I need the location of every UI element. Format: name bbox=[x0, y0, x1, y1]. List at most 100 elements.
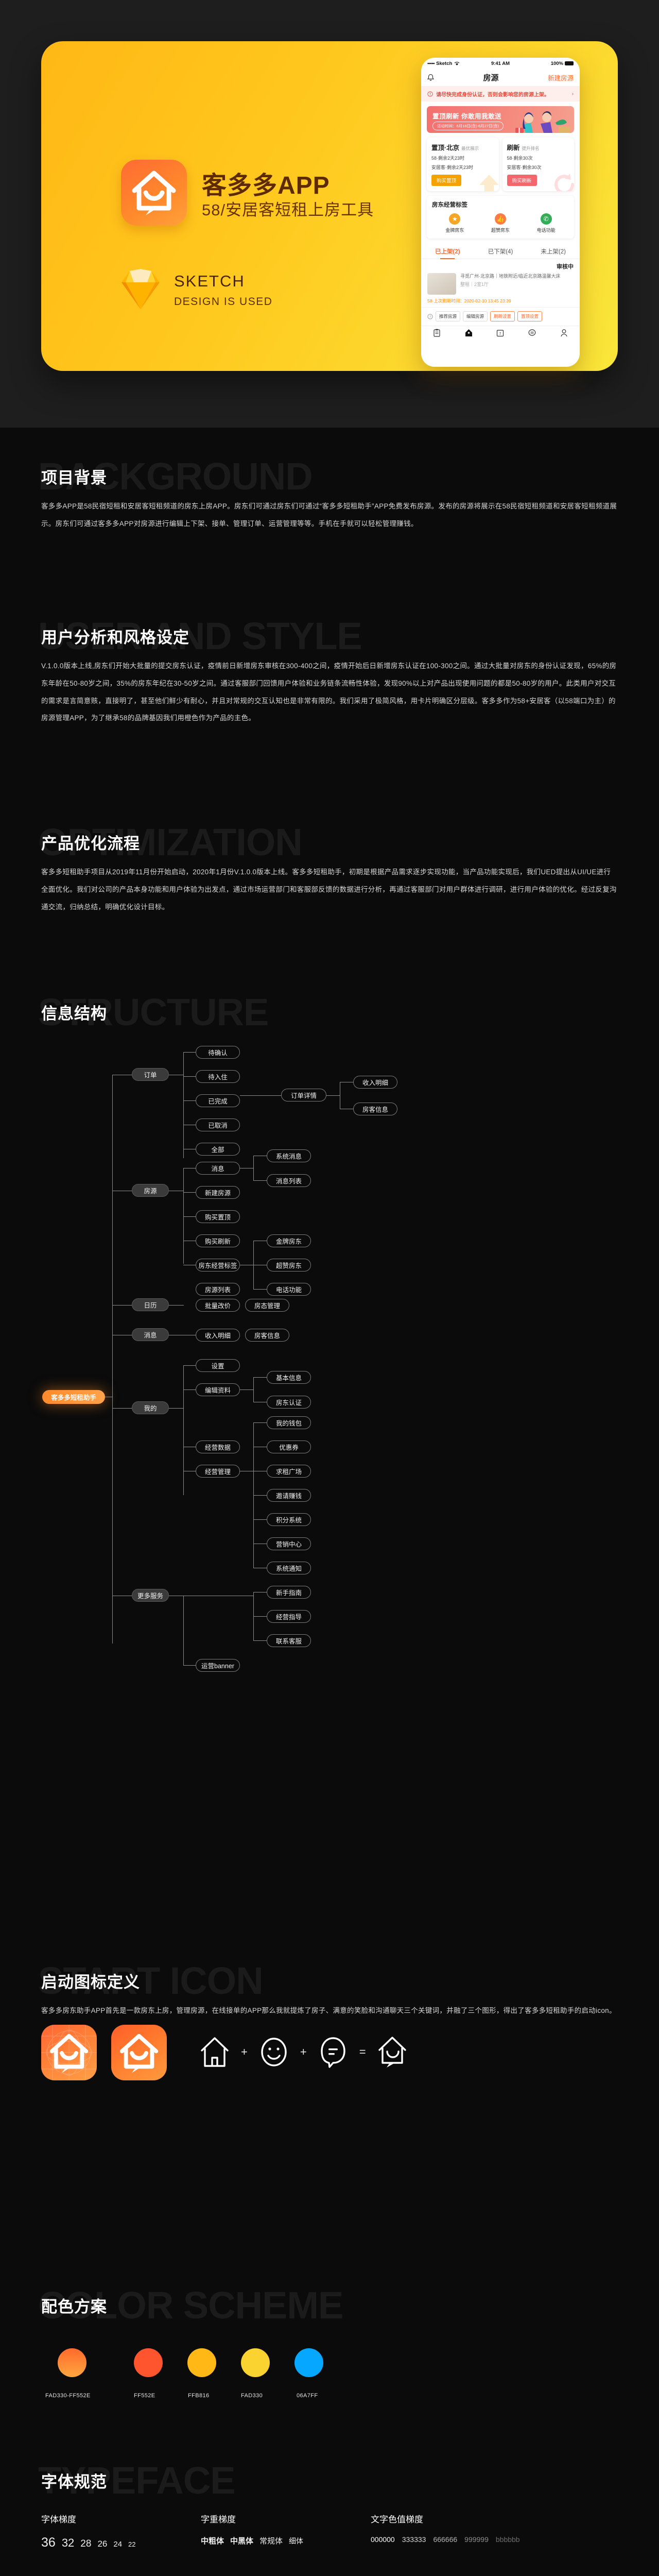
listing-title: 寻觅广州·北京路｜地铁附近/临近北京路温馨大床 bbox=[460, 274, 561, 279]
edit-listing-button[interactable]: 编辑房源 bbox=[463, 311, 488, 322]
tree-node-room-status[interactable]: 房态管理 bbox=[245, 1299, 289, 1312]
tree-node-more[interactable]: 更多服务 bbox=[132, 1589, 169, 1602]
tree-node-message-sub[interactable]: 消息 bbox=[196, 1162, 240, 1175]
tree-connector bbox=[253, 1640, 267, 1641]
tree-node-cancelled[interactable]: 已取消 bbox=[196, 1118, 240, 1131]
tree-node-edit-profile[interactable]: 编辑资料 bbox=[196, 1383, 240, 1396]
tree-node-super-landlord[interactable]: 超赞房东 bbox=[267, 1259, 311, 1272]
tabbar-order[interactable] bbox=[421, 329, 453, 340]
tree-node-guest-info-2[interactable]: 房客信息 bbox=[245, 1329, 289, 1342]
listing-tabs: 已上架(2) 已下架(4) 未上架(2) bbox=[421, 244, 580, 260]
tree-node-batch-price[interactable]: 批量改价 bbox=[196, 1299, 240, 1312]
tree-node-rent-square[interactable]: 求租广场 bbox=[267, 1465, 311, 1478]
tree-connector bbox=[253, 1156, 254, 1180]
tree-node-system-notice[interactable]: 系统通知 bbox=[267, 1562, 311, 1574]
tree-connector bbox=[253, 1289, 267, 1290]
tree-node-guest-info[interactable]: 房客信息 bbox=[353, 1103, 397, 1115]
tree-node-gold-landlord[interactable]: 金牌房东 bbox=[267, 1234, 311, 1247]
tabbar-message[interactable] bbox=[516, 329, 548, 340]
tree-node-system-message[interactable]: 系统消息 bbox=[267, 1149, 311, 1162]
tree-node-business-data[interactable]: 经营数据 bbox=[196, 1440, 240, 1453]
tabbar-house[interactable] bbox=[453, 329, 485, 340]
tree-node-points-system[interactable]: 积分系统 bbox=[267, 1513, 311, 1526]
tab-delisted[interactable]: 已下架(4) bbox=[488, 249, 513, 256]
tree-node-income-detail[interactable]: 收入明细 bbox=[353, 1076, 397, 1089]
tree-node-root[interactable]: 客多多短租助手 bbox=[42, 1390, 105, 1404]
tree-node-buy-top[interactable]: 购买置顶 bbox=[196, 1210, 240, 1223]
tree-node-landlord-verify[interactable]: 房东认证 bbox=[267, 1396, 311, 1409]
font-size-heading: 字体梯度 bbox=[41, 2515, 76, 2524]
tree-node-buy-refresh[interactable]: 购买刷新 bbox=[196, 1234, 240, 1247]
tree-node-settings[interactable]: 设置 bbox=[196, 1359, 240, 1372]
section-body: 客多多短租助手项目从2019年11月份开始启动，2020年1月份V.1.0.0版… bbox=[41, 868, 617, 911]
landlord-tag-item[interactable]: ★ 金牌房东 bbox=[432, 213, 478, 233]
listing-status-badge: 审核中 bbox=[557, 264, 574, 270]
promo-card-line1: 58·剩余2天23时 bbox=[431, 156, 465, 161]
app-logo bbox=[121, 160, 187, 226]
icon-formula-row: + + = bbox=[200, 2036, 407, 2068]
font-color-value: 999999 bbox=[464, 2535, 489, 2544]
bell-icon[interactable] bbox=[427, 74, 434, 81]
tree-node-house[interactable]: 房源 bbox=[132, 1184, 169, 1197]
tree-node-phone-feature[interactable]: 电话功能 bbox=[267, 1283, 311, 1296]
identity-alert-banner[interactable]: 请尽快完成身份认证，否则会影响您的房源上架。 › bbox=[421, 87, 580, 101]
tree-node-my-wallet[interactable]: 我的钱包 bbox=[267, 1416, 311, 1429]
tree-node-invite-earn[interactable]: 邀请赚钱 bbox=[267, 1489, 311, 1502]
ghost-heading: TYPEFACE bbox=[38, 2459, 236, 2502]
buy-refresh-button[interactable]: 购买刷新 bbox=[507, 175, 537, 187]
signal-dots-icon: ••••• bbox=[427, 60, 435, 66]
tabbar-profile[interactable] bbox=[548, 329, 580, 340]
landlord-tag-item[interactable]: 👍 超赞房东 bbox=[478, 213, 524, 233]
landlord-tag-label: 超赞房东 bbox=[491, 228, 510, 233]
new-listing-button[interactable]: 新建房源 bbox=[547, 75, 574, 82]
refresh-settings-button[interactable]: 刷新设置 bbox=[490, 311, 515, 322]
section-structure: STRUCTURE 信息结构 客多多短租助手 订单 房源 日历 消息 我的 更多… bbox=[38, 989, 618, 1896]
promo-card-title: 刷新 bbox=[507, 144, 520, 151]
promo-banner[interactable]: 置顶刷新 你敢用我敢送 活动时间：6月18日(含)-6月27日(含) bbox=[427, 106, 574, 133]
tree-node-pending-checkin[interactable]: 待入住 bbox=[196, 1070, 240, 1083]
tree-node-mine[interactable]: 我的 bbox=[132, 1401, 169, 1414]
swatch-fad330 bbox=[241, 2348, 270, 2377]
buy-top-button[interactable]: 购买置顶 bbox=[431, 175, 462, 187]
promo-card[interactable]: 刷新提升排名 58·剩余30次 安居客·剩余30次 购买刷新 bbox=[502, 138, 574, 192]
tree-node-coupon[interactable]: 优惠券 bbox=[267, 1440, 311, 1453]
tree-node-listing-list[interactable]: 房源列表 bbox=[196, 1283, 240, 1296]
tree-node-basic-info[interactable]: 基本信息 bbox=[267, 1371, 311, 1384]
tree-node-calendar[interactable]: 日历 bbox=[132, 1298, 169, 1311]
tab-listed[interactable]: 已上架(2) bbox=[421, 244, 474, 259]
tree-node-business-manage[interactable]: 经营管理 bbox=[196, 1465, 240, 1478]
promo-card[interactable]: 置顶·北京最优展示 58·剩余2天23时 安居客·剩余2天23时 购买置顶 bbox=[427, 138, 499, 192]
landlord-tag-item[interactable]: ✆ 电话功能 bbox=[523, 213, 569, 233]
listing-row[interactable]: 寻觅广州·北京路｜地铁附近/临近北京路温馨大床 整租｜2室1厅 bbox=[421, 270, 580, 295]
tree-node-contact-service[interactable]: 联系客服 bbox=[267, 1634, 311, 1647]
help-icon[interactable]: ? bbox=[427, 313, 433, 319]
tree-node-pending-confirm[interactable]: 待确认 bbox=[196, 1046, 240, 1059]
phone-tab-bar: 7 bbox=[421, 326, 580, 343]
section-title: 配色方案 bbox=[41, 2298, 107, 2316]
tree-node-biz-guide[interactable]: 经营指导 bbox=[267, 1610, 311, 1623]
tabbar-calendar[interactable]: 7 bbox=[484, 329, 516, 340]
listing-refresh-time: 58·上次刷新时间：2020-02-10 13:45 23:39 bbox=[421, 295, 580, 304]
tree-node-order-detail[interactable]: 订单详情 bbox=[281, 1089, 326, 1101]
tree-node-income-detail-2[interactable]: 收入明细 bbox=[196, 1329, 240, 1342]
top-settings-button[interactable]: 置顶设置 bbox=[517, 311, 543, 322]
section-title: 信息结构 bbox=[41, 1005, 107, 1023]
tree-node-operation-banner[interactable]: 运营banner bbox=[196, 1659, 240, 1672]
app-subtitle: 58/安居客短租上房工具 bbox=[202, 201, 374, 219]
swatch-label: FAD330 bbox=[241, 2393, 263, 2399]
tree-node-landlord-tags[interactable]: 房东经营标签 bbox=[196, 1259, 240, 1272]
tree-node-all[interactable]: 全部 bbox=[196, 1143, 240, 1156]
tree-node-order[interactable]: 订单 bbox=[132, 1068, 169, 1081]
font-weight-value: 中黑体 bbox=[230, 2537, 254, 2546]
tree-node-new-listing[interactable]: 新建房源 bbox=[196, 1186, 240, 1199]
tree-node-message[interactable]: 消息 bbox=[132, 1328, 169, 1341]
tree-node-newbie-guide[interactable]: 新手指南 bbox=[267, 1586, 311, 1599]
recommend-listing-button[interactable]: 推荐房源 bbox=[436, 311, 461, 322]
tree-node-marketing[interactable]: 营销中心 bbox=[267, 1537, 311, 1550]
tree-connector bbox=[183, 1192, 196, 1193]
tree-node-message-list[interactable]: 消息列表 bbox=[267, 1174, 311, 1187]
tab-unlisted[interactable]: 未上架(2) bbox=[541, 249, 566, 256]
tree-connector bbox=[183, 1100, 196, 1101]
tree-node-completed[interactable]: 已完成 bbox=[196, 1094, 240, 1107]
font-size-value: 36 bbox=[41, 2535, 56, 2550]
